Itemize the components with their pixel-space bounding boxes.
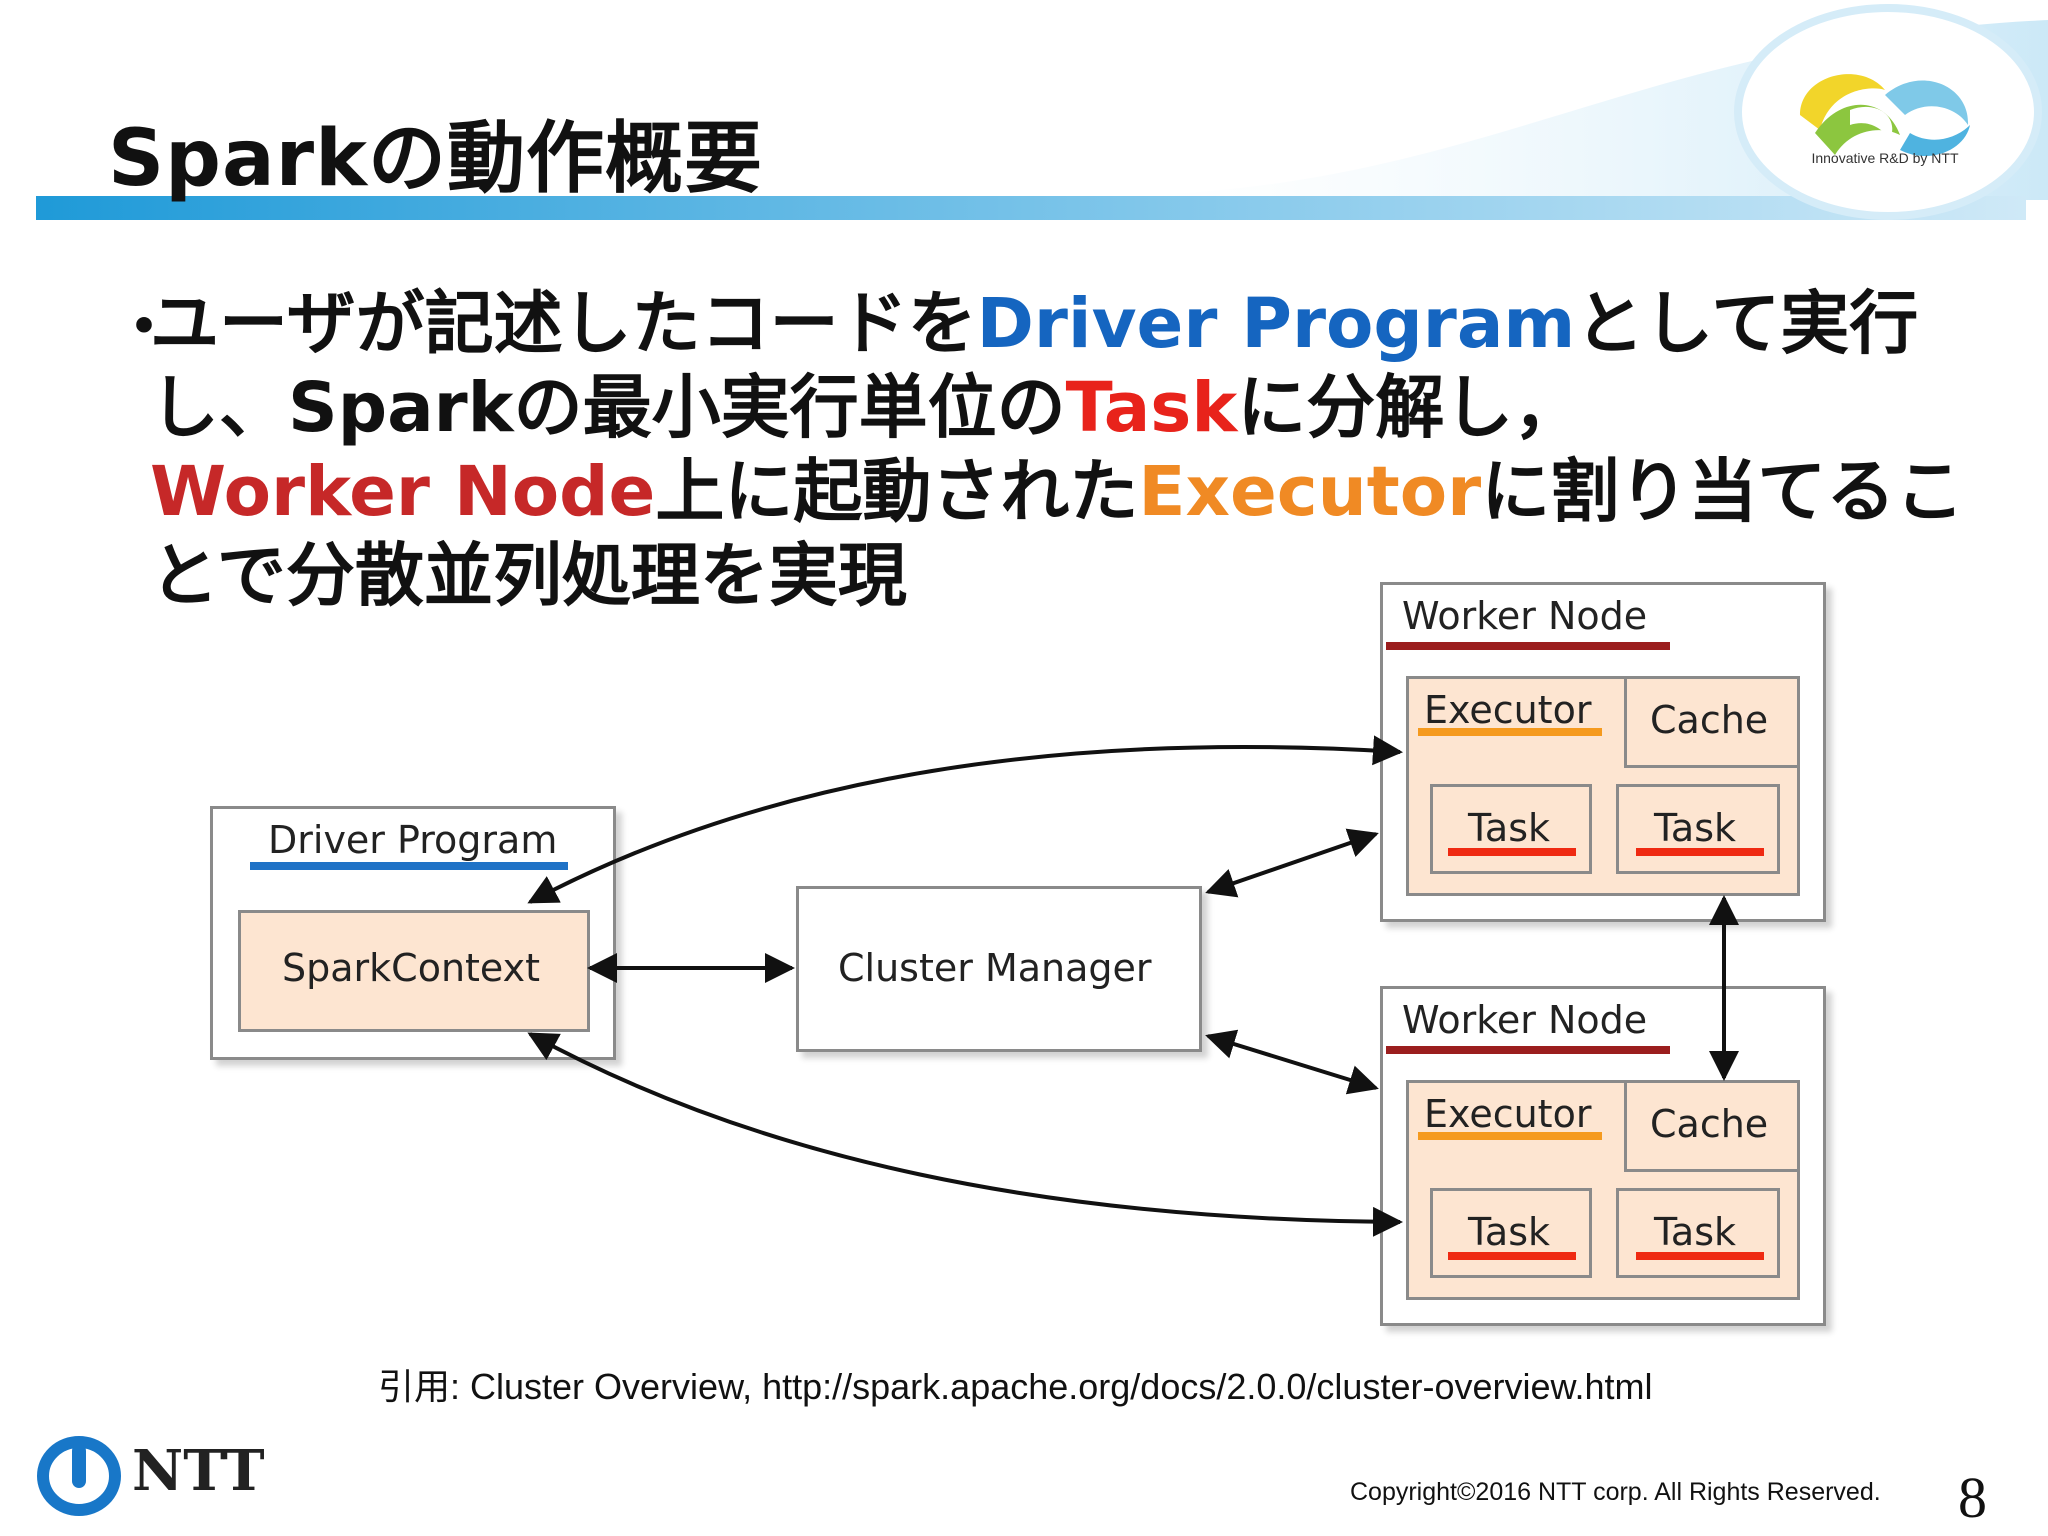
highlight-executor: Executor — [1138, 452, 1482, 532]
task-box — [1430, 1188, 1592, 1278]
arrow-spark-context-to-worker-2 — [527, 1032, 1403, 1237]
cache-label: Cache — [1650, 698, 1769, 742]
bullet-text: ユーザが記述したコードをDriver Programとして実行し、Sparkの最… — [150, 282, 1970, 618]
header-swoosh — [36, 4, 2048, 220]
worker-node-title: Worker Node — [1402, 998, 1648, 1042]
cluster-manager-label: Cluster Manager — [838, 946, 1152, 990]
executor-underline — [1418, 728, 1602, 736]
bullet-text-part: に割り当てることで分散並列処理を実現 — [150, 452, 1965, 616]
cache-box — [1624, 676, 1800, 768]
ntt-wordmark: NTT — [132, 1438, 265, 1504]
task-underline — [1636, 1252, 1764, 1260]
driver-program-underline — [250, 862, 568, 870]
logo-tagline: Innovative R&D by NTT — [1811, 150, 1959, 166]
spark-context-label: SparkContext — [282, 946, 541, 990]
worker-node-underline — [1386, 1046, 1670, 1054]
executor-underline — [1418, 1132, 1602, 1140]
page-number: 8 — [1958, 1465, 1987, 1530]
copyright: Copyright©2016 NTT corp. All Rights Rese… — [1350, 1478, 1881, 1506]
bullet-text-part: 上に起動された — [655, 452, 1139, 532]
task-underline — [1448, 1252, 1576, 1260]
worker-node-underline — [1386, 642, 1670, 650]
bullet-text-part: として実行し、Sparkの最小実行単位の — [150, 284, 1919, 448]
task-box — [1616, 784, 1780, 874]
arrow-cluster-manager-to-worker-2 — [1205, 1029, 1379, 1095]
highlight-worker-node: Worker Node — [150, 452, 656, 532]
ntt-innovation-logo — [1800, 74, 1970, 156]
task-label: Task — [1468, 1210, 1551, 1254]
cache-label: Cache — [1650, 1102, 1769, 1146]
citation: 引用: Cluster Overview, http://spark.apach… — [378, 1366, 1653, 1407]
task-underline — [1448, 848, 1576, 856]
worker-node-title: Worker Node — [1402, 594, 1648, 638]
driver-program-label: Driver Program — [268, 818, 558, 862]
arrow-spark-context-to-worker-1 — [527, 735, 1403, 904]
task-box — [1616, 1188, 1780, 1278]
ntt-logo-icon — [37, 1436, 121, 1516]
task-underline — [1636, 848, 1764, 856]
slide-title: Sparkの動作概要 — [108, 114, 763, 204]
executor-label: Executor — [1424, 688, 1592, 732]
highlight-driver-program: Driver Program — [976, 284, 1576, 364]
highlight-task: Task — [1065, 368, 1238, 448]
bullet-text-part: に分解し， — [1237, 368, 1583, 448]
bullet-text-part: ユーザが記述したコードを — [150, 284, 977, 364]
executor-label: Executor — [1424, 1092, 1592, 1136]
task-label: Task — [1654, 806, 1737, 850]
arrow-cluster-manager-to-worker-1 — [1205, 828, 1379, 898]
task-label: Task — [1654, 1210, 1737, 1254]
bullet-marker: ・ — [112, 291, 176, 365]
task-label: Task — [1468, 806, 1551, 850]
cache-box — [1624, 1080, 1800, 1172]
task-box — [1430, 784, 1592, 874]
spark-context-box — [238, 910, 590, 1032]
